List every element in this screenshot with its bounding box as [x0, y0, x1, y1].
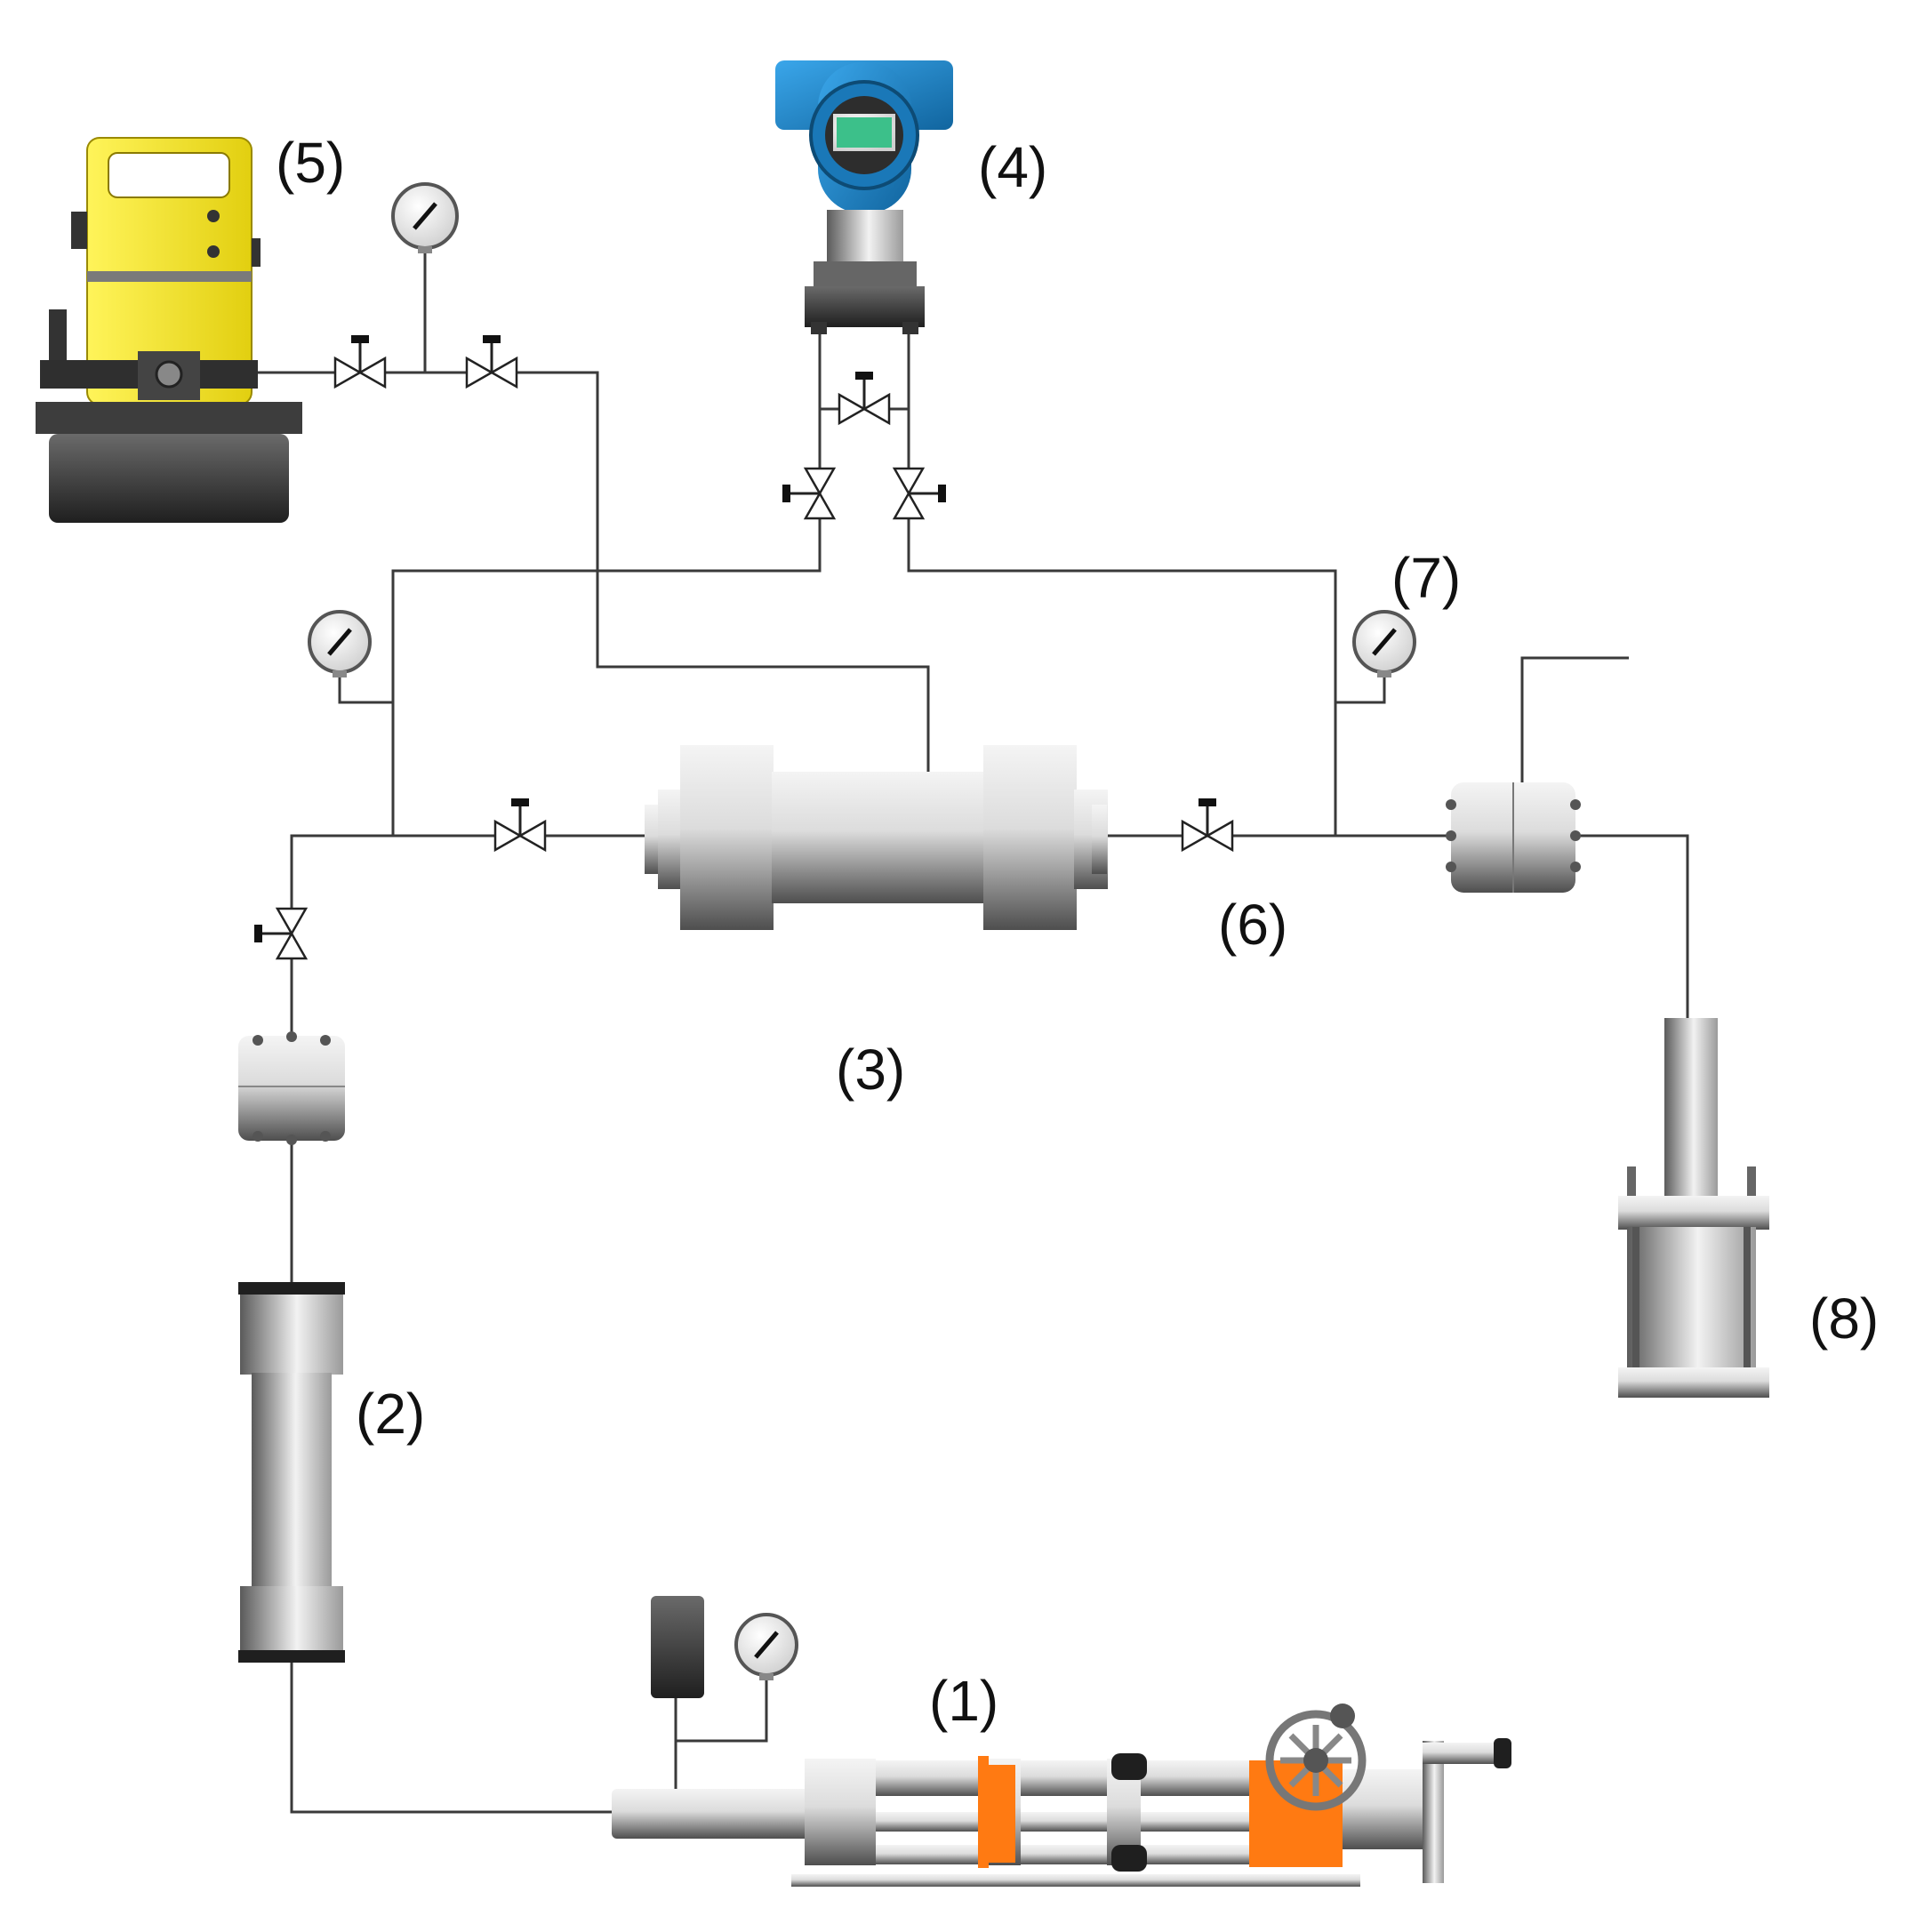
valve-outlet[interactable]: [1181, 798, 1234, 853]
label-collector: (8): [1809, 1287, 1879, 1351]
displacement-pump: [612, 1596, 1511, 1887]
fluid-collector: [1618, 1018, 1769, 1398]
piping-network: [253, 249, 1689, 1814]
pressure-gauge-pump: [734, 1613, 798, 1680]
label-transmitter: (4): [978, 135, 1047, 199]
inlet-line: [290, 834, 645, 985]
valve-equalizing[interactable]: [838, 372, 891, 426]
label-pump: (1): [929, 1669, 998, 1733]
label-outlet-valve: (6): [1218, 893, 1287, 957]
valve-hydraulic-1[interactable]: [333, 335, 387, 389]
valve-transmitter-right[interactable]: [892, 467, 946, 520]
transmitter-right-line: [907, 331, 1337, 836]
inline-filter: [238, 1031, 345, 1145]
collector-line: [1574, 834, 1689, 1018]
core-holder: [645, 745, 1108, 930]
label-core-holder: (3): [836, 1038, 905, 1102]
valve-inlet[interactable]: [493, 798, 547, 853]
differential-pressure-transmitter: [775, 60, 953, 334]
pressure-gauge-outlet: [1352, 610, 1416, 677]
valve-hydraulic-2[interactable]: [465, 335, 518, 389]
pressure-gauge-inlet: [308, 610, 372, 677]
label-hydraulic-unit: (5): [276, 131, 345, 195]
valve-transmitter-left[interactable]: [782, 467, 837, 520]
label-vessel: (2): [356, 1382, 425, 1446]
pressure-gauge-hydraulic: [391, 182, 459, 253]
label-outlet-gauge: (7): [1391, 546, 1461, 610]
hydraulic-pressure-unit: [36, 137, 302, 523]
pump-gauge-stem: [674, 1680, 768, 1743]
back-pressure-regulator: [1446, 782, 1581, 893]
valve-pump-line[interactable]: [254, 907, 309, 960]
bpr-control-line: [1520, 656, 1629, 782]
pump-outlet-line: [290, 1663, 613, 1814]
intermediate-vessel: [238, 1282, 345, 1663]
